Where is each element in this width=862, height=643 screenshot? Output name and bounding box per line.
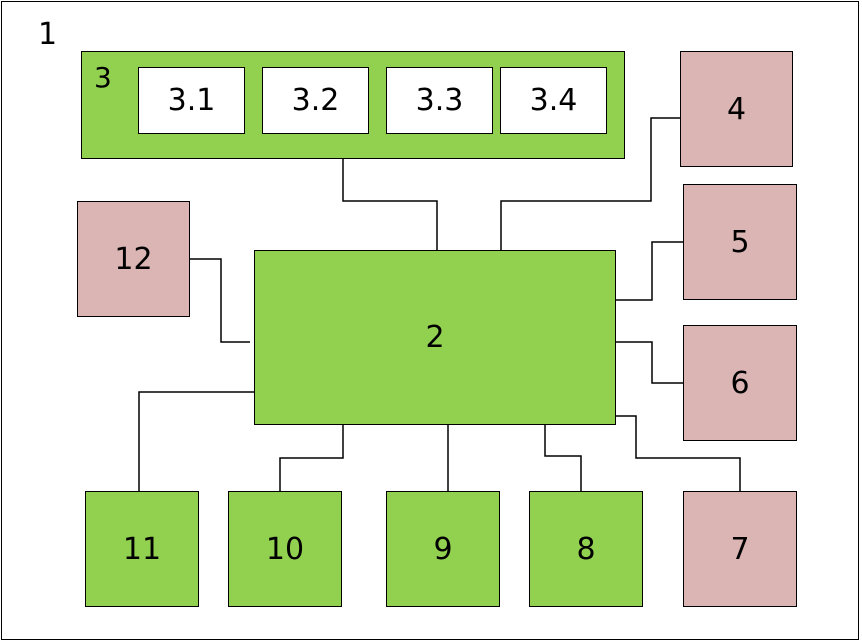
right-box-4: 4 bbox=[680, 51, 793, 167]
connector-5-2 bbox=[612, 241, 684, 301]
connector-6-2 bbox=[612, 341, 684, 384]
bottom-box-8: 8 bbox=[529, 491, 643, 607]
bottom-box-11: 11 bbox=[85, 491, 199, 607]
group-label: 3 bbox=[94, 61, 112, 94]
right-box-5: 5 bbox=[683, 184, 797, 300]
bottom-box-9: 9 bbox=[386, 491, 500, 607]
right-box-7: 7 bbox=[683, 491, 797, 607]
outer-label: 1 bbox=[38, 17, 58, 52]
group-item-3-1: 3.1 bbox=[138, 67, 245, 134]
connector-7-2 bbox=[612, 415, 741, 492]
connector-8-2 bbox=[544, 424, 582, 492]
connector-3-2 bbox=[342, 158, 438, 251]
connector-10-2 bbox=[279, 424, 344, 492]
central-box-2: 2 bbox=[254, 250, 616, 425]
group-item-3-2: 3.2 bbox=[262, 67, 369, 134]
connector-4-2 bbox=[500, 117, 680, 251]
bottom-box-10: 10 bbox=[228, 491, 342, 607]
connector-12-2 bbox=[190, 258, 250, 343]
right-box-6: 6 bbox=[683, 325, 797, 441]
side-box-12: 12 bbox=[77, 201, 190, 317]
connector-11-2 bbox=[138, 391, 254, 492]
group-item-3-4: 3.4 bbox=[500, 67, 607, 134]
group-item-3-3: 3.3 bbox=[386, 67, 493, 134]
